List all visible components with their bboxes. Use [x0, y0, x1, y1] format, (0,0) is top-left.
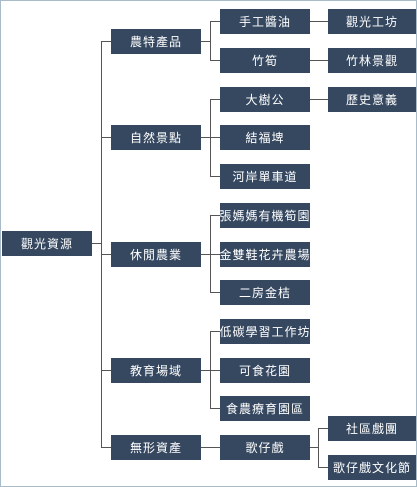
- item-node: 二房金桔: [220, 280, 310, 305]
- item-node: 低碳學習工作坊: [220, 319, 310, 344]
- connector-4a: [201, 447, 221, 448]
- connector-1c: [210, 137, 220, 138]
- connector-spine-d: [318, 428, 319, 468]
- connector-0a: [201, 41, 211, 42]
- category-node: 無形資產: [111, 435, 201, 460]
- item-node: 金雙鞋花卉農場: [220, 242, 310, 267]
- item-node: 竹筍: [220, 48, 310, 73]
- connector-3d: [210, 408, 220, 409]
- connector-2a: [201, 254, 211, 255]
- connector-cat-3: [101, 370, 111, 371]
- item-node: 河岸單車道: [220, 164, 310, 189]
- category-node: 自然景點: [111, 125, 201, 150]
- item-node: 大樹公: [220, 87, 310, 112]
- connector-1b: [210, 99, 220, 100]
- detail-node: 竹林景觀: [328, 48, 416, 73]
- connector-d3: [310, 447, 319, 448]
- connector-cat-0: [101, 41, 111, 42]
- item-node: 張媽媽有機筍園: [220, 203, 310, 228]
- connector-d1: [310, 60, 328, 61]
- connector-spine-categories: [101, 41, 102, 448]
- item-node: 歌仔戲: [220, 435, 310, 460]
- category-node: 教育場域: [111, 358, 201, 383]
- connector-2b: [210, 215, 220, 216]
- item-node: 手工醬油: [220, 9, 310, 34]
- connector-d2: [310, 99, 328, 100]
- connector-3c: [210, 370, 220, 371]
- connector-1d: [210, 176, 220, 177]
- item-node: 食農療育園區: [220, 396, 310, 421]
- connector-d0: [310, 21, 328, 22]
- connector-3a: [201, 370, 211, 371]
- detail-node: 觀光工坊: [328, 9, 416, 34]
- detail-node: 社區戲團: [328, 416, 416, 441]
- root-node: 觀光資源: [2, 231, 92, 256]
- connector-2c: [210, 254, 220, 255]
- item-node: 結福埤: [220, 125, 310, 150]
- connector-0c: [210, 60, 220, 61]
- connector-2d: [210, 292, 220, 293]
- item-node: 可食花園: [220, 358, 310, 383]
- detail-node: 歌仔戲文化節: [328, 455, 416, 480]
- connector-1a: [201, 137, 211, 138]
- connector-d4: [318, 428, 328, 429]
- connector-spine-1: [210, 99, 211, 177]
- connector-cat-1: [101, 137, 111, 138]
- category-node: 休閒農業: [111, 242, 201, 267]
- detail-node: 歷史意義: [328, 87, 416, 112]
- connector-3b: [210, 331, 220, 332]
- connector-cat-4: [101, 447, 111, 448]
- connector-d5: [318, 467, 328, 468]
- connector-cat-2: [101, 254, 111, 255]
- connector-root: [92, 243, 102, 244]
- connector-0b: [210, 21, 220, 22]
- category-node: 農特產品: [111, 29, 201, 54]
